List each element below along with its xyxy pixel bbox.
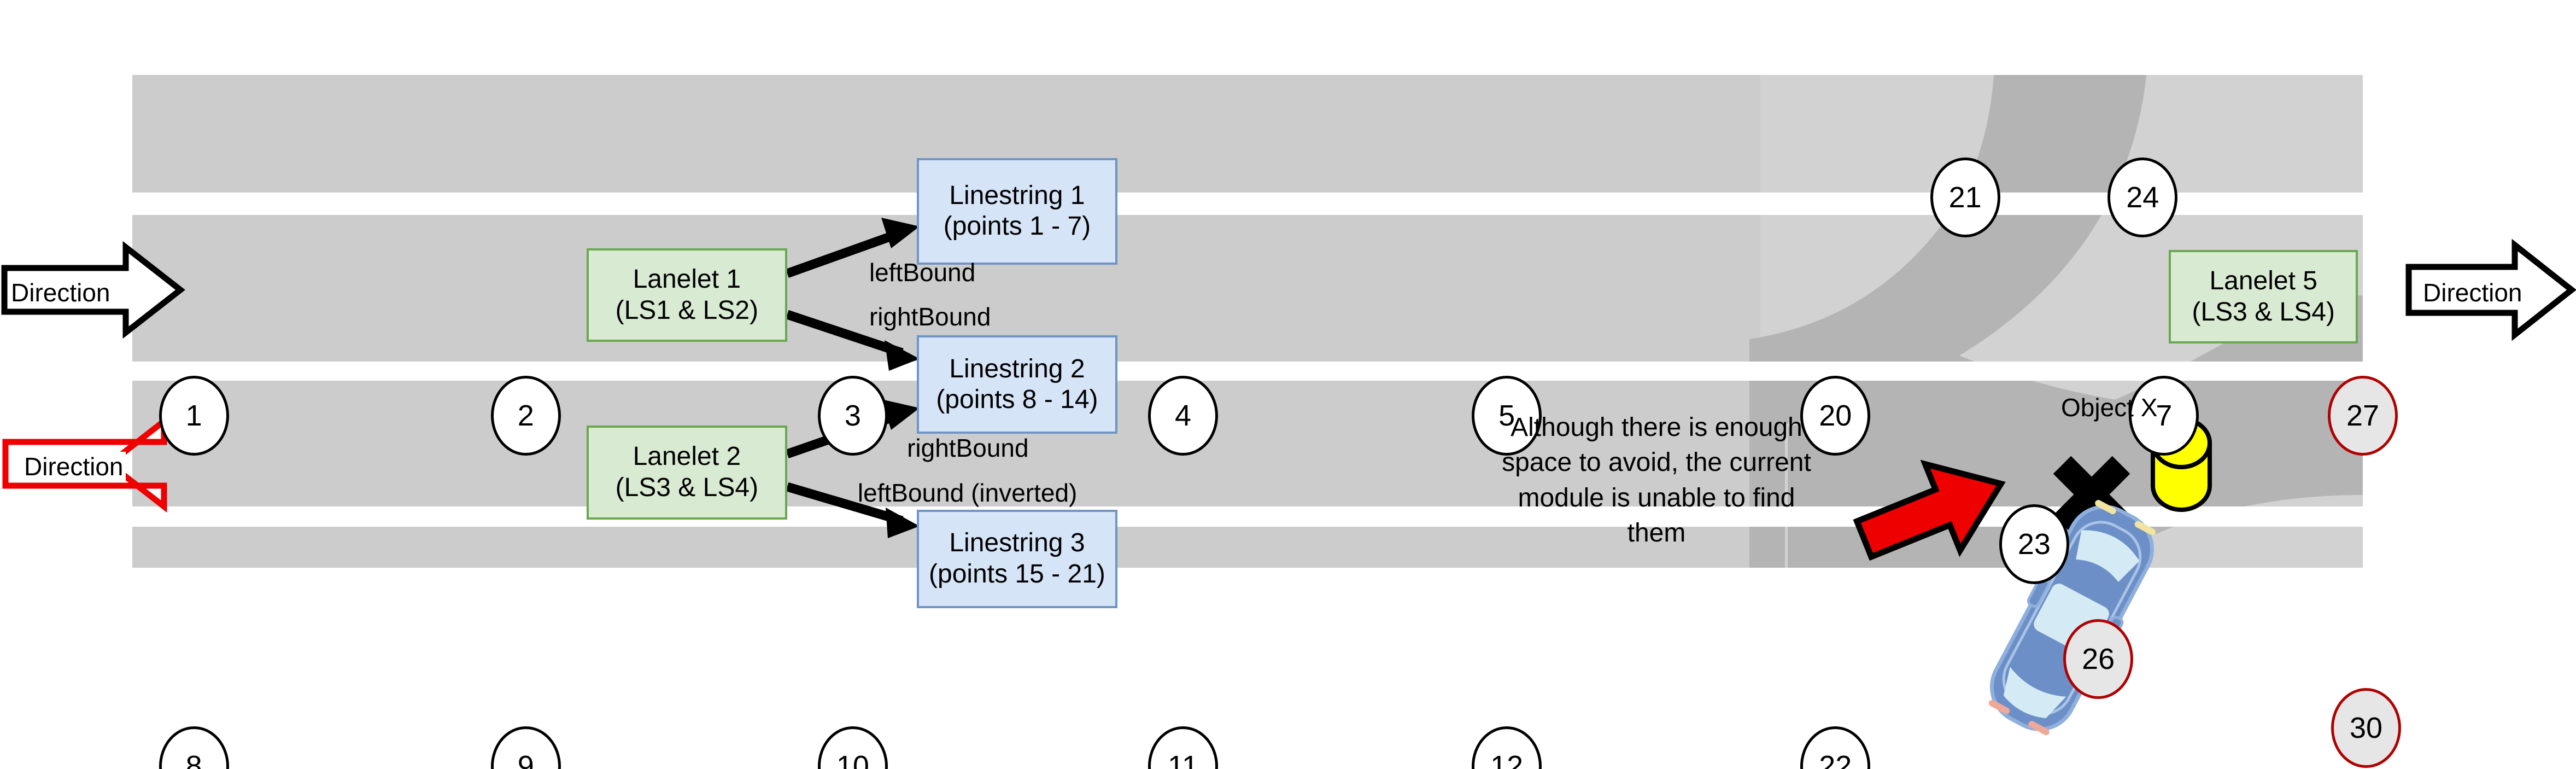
node-label: 1 xyxy=(185,399,202,433)
edge-label-rightbound-2: rightBound xyxy=(907,434,1029,463)
edge-label-leftbound-inv: leftBound (inverted) xyxy=(857,478,1078,507)
relation-arrow-rightbound-1 xyxy=(786,310,920,371)
node-7[interactable]: 7 xyxy=(2129,376,2199,456)
node-label: 24 xyxy=(2126,180,2159,214)
node-label: 3 xyxy=(844,399,861,433)
linestring-3-box-line-1: Linestring 3 xyxy=(949,528,1085,558)
lanelet-2-box-line-2: (LS3 & LS4) xyxy=(615,473,759,503)
relation-arrow-leftbound-inverted xyxy=(786,482,920,538)
node-2[interactable]: 2 xyxy=(490,376,561,456)
node-27[interactable]: 27 xyxy=(2328,376,2398,456)
lanelet-5-box[interactable]: Lanelet 5(LS3 & LS4) xyxy=(2169,249,2358,344)
direction-arrow-right-label: Direction xyxy=(2423,278,2522,307)
lane-marking-3 xyxy=(132,506,2363,527)
node-5[interactable]: 5 xyxy=(1472,376,1542,456)
direction-arrow-right-shape xyxy=(2405,238,2576,341)
lanelet-2-box-line-1: Lanelet 2 xyxy=(633,442,741,471)
lanelet-5-box-line-1: Lanelet 5 xyxy=(2209,266,2317,295)
node-26[interactable]: 26 xyxy=(2063,619,2134,700)
red-emphasis-arrow xyxy=(1853,459,2006,561)
node-label: 8 xyxy=(185,749,202,769)
lanelet-2-box[interactable]: Lanelet 2(LS3 & LS4) xyxy=(586,426,787,520)
node-label: 7 xyxy=(2156,399,2173,433)
node-label: 12 xyxy=(1490,749,1524,769)
module-note-line-3: module is unable to find xyxy=(1518,483,1795,512)
node-label: 5 xyxy=(1498,399,1515,433)
module-note-line-1: Although there is enough xyxy=(1511,413,1802,442)
direction-arrow-left-top-label: Direction xyxy=(11,278,110,307)
node-4[interactable]: 4 xyxy=(1148,376,1219,456)
node-21[interactable]: 21 xyxy=(1930,157,2000,237)
linestring-3-box[interactable]: Linestring 3(points 15 - 21) xyxy=(917,509,1117,609)
lanelet-1-box-line-1: Lanelet 1 xyxy=(633,264,741,294)
node-20[interactable]: 20 xyxy=(1800,376,1871,456)
node-label: 20 xyxy=(1819,399,1852,433)
direction-arrow-left-top-shape xyxy=(1,241,185,339)
lane-marking-2 xyxy=(132,362,2363,381)
node-label: 23 xyxy=(2017,527,2051,561)
node-1[interactable]: 1 xyxy=(159,376,229,456)
node-23[interactable]: 23 xyxy=(1999,504,2069,584)
node-label: 10 xyxy=(836,749,869,769)
edge-label-leftbound-1: leftBound xyxy=(869,258,976,287)
lanelet-1-box[interactable]: Lanelet 1(LS1 & LS2) xyxy=(586,248,787,342)
linestring-1-box-line-1: Linestring 1 xyxy=(949,180,1085,210)
linestring-2-box[interactable]: Linestring 2(points 8 - 14) xyxy=(917,335,1117,434)
node-label: 27 xyxy=(2346,399,2380,433)
lanelet-1-box-line-2: (LS1 & LS2) xyxy=(615,295,759,325)
node-label: 2 xyxy=(517,399,534,433)
linestring-2-box-line-1: Linestring 2 xyxy=(949,354,1085,383)
node-3[interactable]: 3 xyxy=(817,376,888,456)
node-label: 9 xyxy=(517,749,534,769)
direction-arrow-left-bottom-label: Direction xyxy=(22,452,126,481)
linestring-2-box-line-2: (points 8 - 14) xyxy=(936,385,1098,415)
node-label: 11 xyxy=(1168,749,1199,769)
linestring-1-box[interactable]: Linestring 1(points 1 - 7) xyxy=(917,158,1117,265)
lane-marking-1 xyxy=(132,193,2363,215)
node-label: 26 xyxy=(2082,643,2115,676)
node-label: 22 xyxy=(1819,749,1852,769)
node-label: 4 xyxy=(1175,399,1192,433)
node-label: 21 xyxy=(1948,180,1982,214)
node-30[interactable]: 30 xyxy=(2331,688,2402,768)
node-24[interactable]: 24 xyxy=(2107,157,2178,237)
linestring-3-box-line-2: (points 15 - 21) xyxy=(929,559,1105,589)
module-note-text: Although there is enough space to avoid, … xyxy=(1476,410,1837,551)
relation-arrow-leftbound-1 xyxy=(786,218,920,278)
module-note-line-4: them xyxy=(1627,518,1686,547)
object-x-label: Object X xyxy=(2061,393,2158,422)
linestring-1-box-line-2: (points 1 - 7) xyxy=(943,212,1091,241)
lanelet-5-box-line-2: (LS3 & LS4) xyxy=(2192,297,2335,327)
node-label: 30 xyxy=(2350,712,2383,745)
module-note-line-2: space to avoid, the current xyxy=(1502,448,1811,477)
edge-label-rightbound-1: rightBound xyxy=(869,302,991,331)
